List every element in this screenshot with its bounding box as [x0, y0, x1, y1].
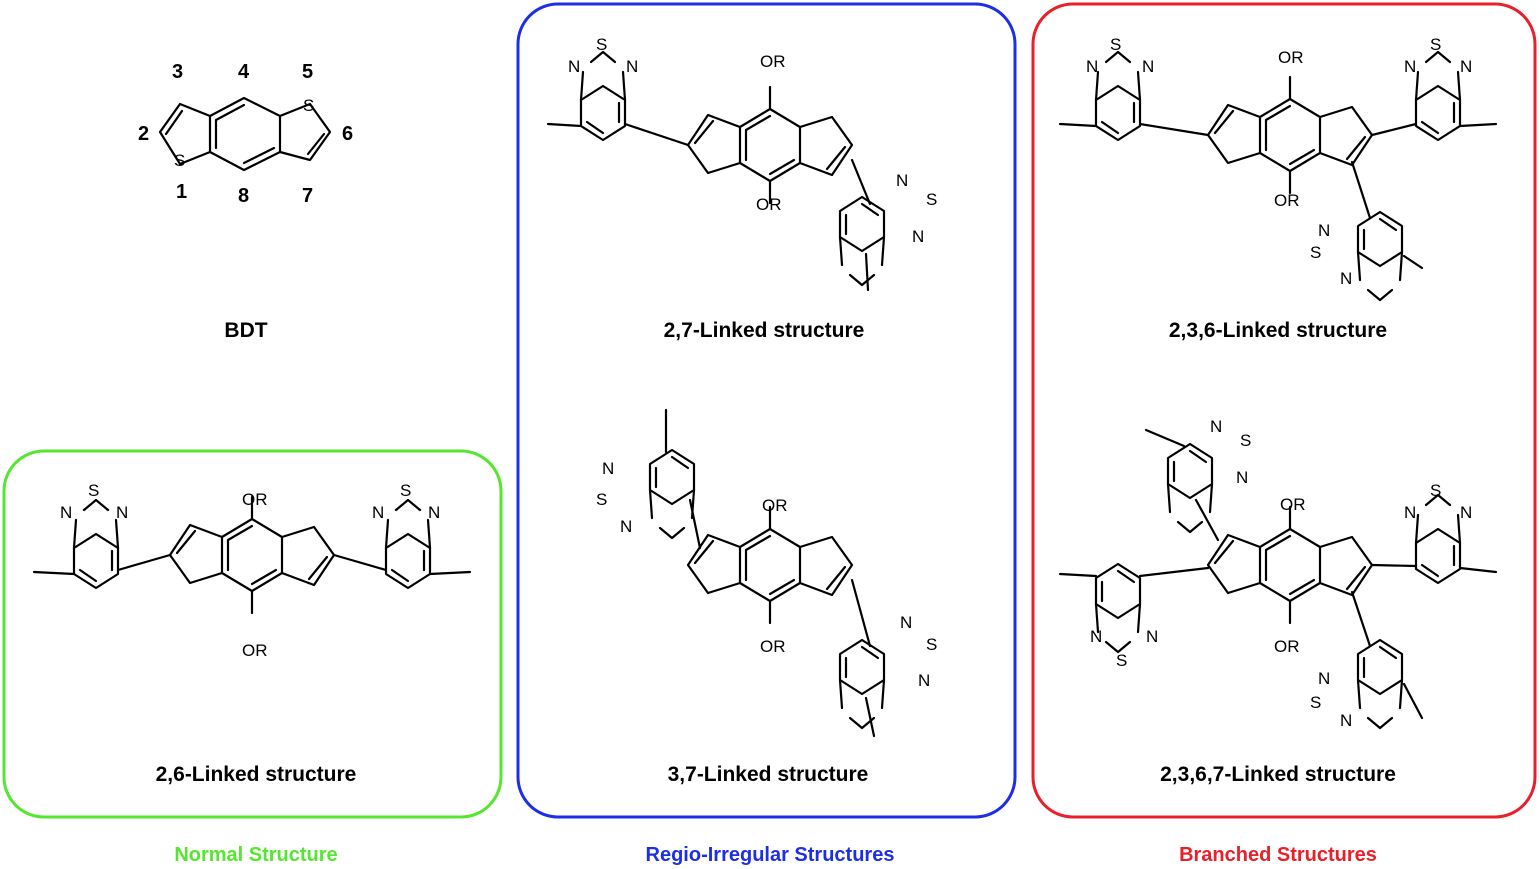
s-atom: S: [1240, 431, 1251, 450]
or-top: OR: [1278, 48, 1304, 67]
bdt-pos-1: 1: [176, 181, 187, 203]
n-atom: N: [1340, 269, 1352, 288]
s-atom: S: [926, 635, 937, 654]
n-atom: N: [912, 227, 924, 246]
n-atom: N: [602, 459, 614, 478]
s-atom: S: [88, 481, 99, 500]
branched-frame: [1031, 2, 1537, 819]
s-atom: S: [1310, 243, 1321, 262]
caption-2-3-6-linked: 2,3,6-Linked structure: [1169, 319, 1387, 342]
n-atom: N: [1086, 57, 1098, 76]
n-atom: N: [1404, 57, 1416, 76]
molecule-3-7-linked: OR OR S N N S N N: [596, 408, 937, 738]
normal-structure-frame: [2, 449, 503, 819]
molecule-2-3-6-7-linked: OR OR N S N S N N N N S N S N: [1058, 417, 1498, 730]
n-atom: N: [1318, 221, 1330, 240]
n-atom: N: [372, 503, 384, 522]
bdt-pos-3: 3: [172, 61, 183, 83]
or-top: OR: [762, 496, 788, 515]
bdt-pos-6: 6: [342, 123, 353, 145]
bdt-s1: S: [174, 151, 185, 170]
s-atom: S: [596, 35, 607, 54]
n-atom: N: [1210, 417, 1222, 436]
or-bottom: OR: [756, 195, 782, 214]
n-atom: N: [1404, 503, 1416, 522]
or-bottom: OR: [1274, 637, 1300, 656]
bdt-pos-4: 4: [238, 61, 250, 83]
n-atom: N: [900, 613, 912, 632]
s-atom: S: [926, 190, 937, 209]
bdt-title: BDT: [224, 319, 267, 342]
s-atom: S: [1116, 651, 1127, 670]
or-top: OR: [1280, 495, 1306, 514]
n-atom: N: [620, 517, 632, 536]
molecule-2-6-linked: OR OR S S N N N N: [32, 481, 472, 660]
or-top: OR: [242, 490, 268, 509]
n-atom: N: [1142, 57, 1154, 76]
n-atom: N: [60, 503, 72, 522]
bdt-pos-8: 8: [238, 185, 249, 207]
bdt-pos-5: 5: [302, 61, 313, 83]
caption-2-3-6-7-linked: 2,3,6,7-Linked structure: [1160, 763, 1396, 786]
regio-irregular-frame: [516, 2, 1017, 819]
group-label-branched: Branched Structures: [1179, 844, 1377, 866]
s-atom: S: [400, 481, 411, 500]
caption-2-7-linked: 2,7-Linked structure: [664, 319, 865, 342]
s-atom: S: [1110, 35, 1121, 54]
s-atom: S: [1310, 693, 1321, 712]
bdt-s5: S: [303, 96, 314, 115]
group-label-normal: Normal Structure: [174, 844, 337, 866]
n-atom: N: [1236, 468, 1248, 487]
n-atom: N: [116, 503, 128, 522]
n-atom: N: [568, 57, 580, 76]
bdt-molecule: S S 1 2 3 4 5 6 7 8: [138, 61, 353, 207]
or-bottom: OR: [1274, 191, 1300, 210]
caption-2-6-linked: 2,6-Linked structure: [156, 763, 357, 786]
or-bottom: OR: [242, 641, 268, 660]
s-atom: S: [596, 490, 607, 509]
caption-3-7-linked: 3,7-Linked structure: [668, 763, 869, 786]
bdt-pos-7: 7: [302, 185, 313, 207]
bdt-pos-2: 2: [138, 123, 149, 145]
n-atom: N: [1340, 711, 1352, 730]
n-atom: N: [428, 503, 440, 522]
molecule-2-7-linked: OR OR S N N S N N: [546, 35, 937, 292]
n-atom: N: [1460, 503, 1472, 522]
n-atom: N: [1318, 669, 1330, 688]
s-atom: S: [1430, 35, 1441, 54]
or-bottom: OR: [760, 637, 786, 656]
molecule-2-3-6-linked: OR OR S S N N N N S N N: [1058, 35, 1498, 302]
group-label-regio-irregular: Regio-Irregular Structures: [646, 844, 895, 866]
n-atom: N: [896, 171, 908, 190]
n-atom: N: [1090, 627, 1102, 646]
or-top: OR: [760, 52, 786, 71]
n-atom: N: [1460, 57, 1472, 76]
n-atom: N: [918, 671, 930, 690]
s-atom: S: [1430, 481, 1441, 500]
n-atom: N: [626, 57, 638, 76]
n-atom: N: [1146, 627, 1158, 646]
